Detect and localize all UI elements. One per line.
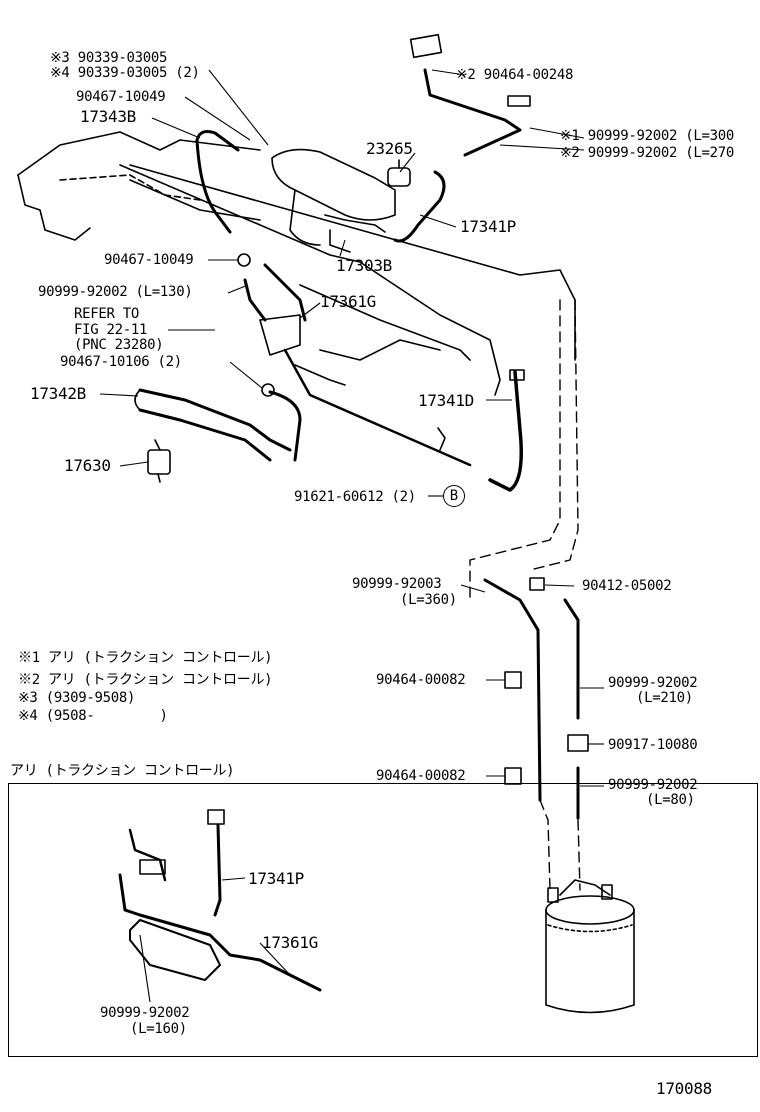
label-90467-10049-top: 90467-10049 [76, 89, 166, 105]
reference-circle-b: B [443, 485, 465, 507]
note-2: ※2 アリ (トラクション コントロール) [18, 672, 273, 688]
label-90999-l210: 90999-92002 [608, 675, 698, 691]
label-90412-05002: 90412-05002 [582, 578, 672, 594]
canister-body [545, 879, 635, 1014]
hose-17342b [134, 388, 302, 462]
figure-number: 170088 [656, 1079, 712, 1098]
label-17361g: 17361G [320, 292, 376, 311]
label-90467-10106: 90467-10106 (2) [60, 354, 182, 370]
label-90999-l80-length: (L=80) [646, 792, 695, 808]
inset-label-17361g: 17361G [262, 933, 318, 952]
hose-traction-top [409, 33, 531, 157]
leader-lines [99, 69, 604, 1003]
valve-17630 [147, 439, 171, 483]
label-90467-10049-mid: 90467-10049 [104, 252, 194, 268]
inset-title: アリ (トラクション コントロール) [10, 763, 235, 779]
note-1: ※1 アリ (トラクション コントロール) [18, 650, 273, 666]
note-3: ※3 (9309-9508) [18, 690, 136, 706]
inset-frame [8, 783, 758, 1057]
connector-90412 [529, 577, 545, 591]
hose-90999-92002-210 [563, 598, 580, 720]
label-90464-00248: ※2 90464-00248 [456, 67, 574, 83]
label-17630: 17630 [64, 456, 111, 475]
clamp-90467-mid [237, 253, 251, 267]
label-90999-92003: 90999-92003 [352, 576, 442, 592]
label-17341d: 17341D [418, 391, 474, 410]
routing-dashed-lines [469, 299, 581, 891]
label-90917-10080: 90917-10080 [608, 737, 698, 753]
hose-17341p [393, 170, 446, 243]
label-90999-l130: 90999-92002 (L=130) [38, 284, 193, 300]
label-17342b: 17342B [30, 384, 86, 403]
label-17341p: 17341P [460, 217, 516, 236]
label-17303b: 17303B [336, 256, 392, 275]
label-refer-line3: (PNC 23280) [74, 337, 164, 353]
label-90999-l300: ※1 90999-92002 (L=300 [560, 128, 735, 144]
bracket-17303b [324, 214, 386, 253]
label-90999-l210-length: (L=210) [636, 690, 693, 706]
note-4: ※4 (9508- ) [18, 708, 168, 724]
label-90464-00082-a: 90464-00082 [376, 672, 466, 688]
label-91621-60612: 91621-60612 (2) [294, 489, 416, 505]
sensor-23265 [387, 159, 411, 187]
label-refer-line1: REFER TO [74, 306, 140, 322]
inset-label-90999-length: (L=160) [130, 1021, 187, 1037]
label-23265: 23265 [366, 139, 413, 158]
fitting-90917 [567, 734, 589, 752]
hose-17343b [195, 130, 240, 234]
label-note4-part: ※4 90339-03005 (2) [50, 65, 200, 81]
inset-drawing [118, 809, 322, 992]
hose-90999-92003 [483, 578, 542, 802]
clip-90464-a [504, 671, 522, 689]
label-note3-part: ※3 90339-03005 [50, 50, 168, 66]
pipe-17361g [243, 263, 472, 467]
label-90999-92003-length: (L=360) [400, 592, 457, 608]
label-90999-l270: ※2 90999-92002 (L=270 [560, 145, 735, 161]
clamp-90467-10106 [261, 383, 275, 397]
bracket-91621 [437, 427, 446, 451]
inset-label-90999-92002: 90999-92002 [100, 1005, 190, 1021]
clip-90464-b [504, 767, 522, 785]
label-17343b: 17343B [80, 107, 136, 126]
charcoal-canister-top [271, 148, 396, 246]
inset-label-17341p: 17341P [248, 869, 304, 888]
hose-17341d [488, 369, 525, 492]
label-90999-l80: 90999-92002 [608, 777, 698, 793]
label-refer-line2: FIG 22-11 [74, 322, 148, 338]
label-90464-00082-b: 90464-00082 [376, 768, 466, 784]
